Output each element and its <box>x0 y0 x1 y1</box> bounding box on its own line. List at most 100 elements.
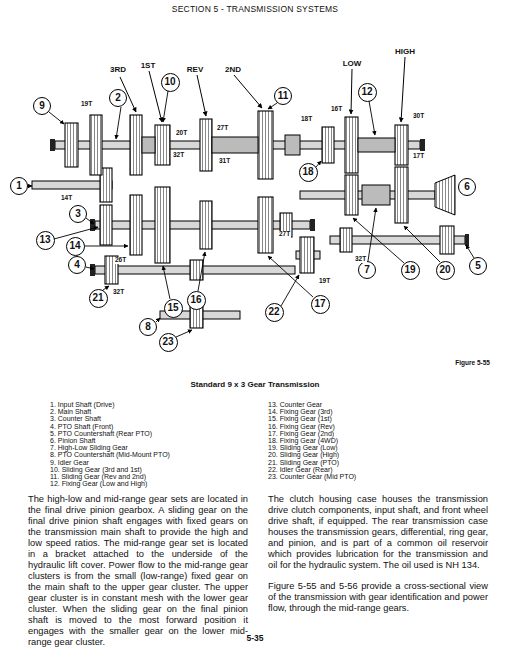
callout-number: 6 <box>464 182 470 192</box>
leader-lines-part <box>84 246 128 247</box>
legend-item: 9. Idler Gear <box>50 459 89 466</box>
bearings <box>50 139 469 276</box>
hubs-and-collars-part <box>212 137 258 153</box>
legend-item: 1. Input Shaft (Drive) <box>50 401 115 408</box>
gear-arrows-part <box>351 69 352 114</box>
callout-number: 10 <box>164 77 175 87</box>
bearings-part <box>420 139 425 151</box>
gears-part <box>200 201 212 249</box>
callout-circle: 15 <box>164 299 183 318</box>
gear-range-label: LOW <box>342 60 363 68</box>
callout-circle: 19 <box>401 261 420 280</box>
callout-number: 22 <box>268 307 279 317</box>
legend-item: 4. PTO Shaft (Front) <box>50 423 113 430</box>
tooth-count: 27T <box>278 231 291 238</box>
leader-lines-part <box>353 218 404 263</box>
tooth-count: 20T <box>175 130 188 137</box>
legend-item: 3. Counter Shaft <box>50 415 101 422</box>
gear-arrows <box>120 57 405 122</box>
body-text: The high-low and mid-range gear sets are… <box>28 494 248 648</box>
callout-number: 7 <box>364 265 370 275</box>
legend-item: 2. Main Shaft <box>50 408 91 415</box>
callout-number: 9 <box>39 101 45 111</box>
callout-circle: 4 <box>68 256 86 274</box>
callout-circle: 6 <box>458 178 476 196</box>
legend-item: 5. PTO Countershaft (Rear PTO) <box>50 430 152 437</box>
gears-part <box>130 115 142 175</box>
callout-number: 20 <box>439 265 450 275</box>
gears-part <box>100 205 112 245</box>
leader-lines-part <box>316 161 321 167</box>
callout-number: 5 <box>475 261 481 271</box>
legend-item: 20. Sliding Gear (High) <box>268 451 339 458</box>
leader-lines-part <box>49 112 64 124</box>
legend-item: 10. Sliding Gear (3rd and 1st) <box>50 466 142 473</box>
leader-lines-part <box>163 266 170 299</box>
leader-lines-part <box>116 107 121 139</box>
gear-arrows-part <box>234 75 262 108</box>
tooth-count: 27T <box>216 125 229 132</box>
leader-lines-part <box>86 267 94 269</box>
page-number: 5-35 <box>246 634 263 643</box>
hubs-and-collars-part <box>142 137 155 153</box>
legend-item: 19. Sliding Gear (Low) <box>268 444 338 451</box>
gears-part <box>200 119 212 171</box>
body-text: Figure 5-55 and 5-56 provide a cross-sec… <box>268 581 488 614</box>
gear-range-label: 2ND <box>224 66 242 74</box>
gears-part <box>65 123 78 167</box>
callout-number: 11 <box>278 91 289 101</box>
legend-item: 13. Counter Gear <box>268 401 322 408</box>
gears-part <box>258 111 273 179</box>
figure-title: Standard 9 x 3 Gear Transmission <box>191 381 320 389</box>
callout-circle: 9 <box>33 97 51 115</box>
legend-item: 22. Idler Gear (Rear) <box>268 466 333 473</box>
legend-item: 17. Fixing Gear (2nd) <box>268 430 334 437</box>
gears <box>65 111 454 328</box>
tooth-count: 32T <box>112 289 125 296</box>
gears-part <box>340 228 352 252</box>
gear-range-label: REV <box>186 66 204 74</box>
legend-item: 14. Fixing Gear (3rd) <box>268 408 333 415</box>
callout-circle: 3 <box>69 205 87 223</box>
callout-circle: 14 <box>66 237 85 256</box>
callout-number: 23 <box>162 337 173 347</box>
gear-arrows-part <box>149 71 162 122</box>
tooth-count: 30T <box>412 113 425 120</box>
leader-lines-part <box>198 252 205 291</box>
callout-circle: 22 <box>265 303 284 322</box>
tooth-count: 32T <box>172 152 185 159</box>
callout-circle: 20 <box>436 261 455 280</box>
callout-circle: 1 <box>10 177 28 195</box>
gears-part <box>395 167 408 223</box>
hubs-and-collars-part <box>362 185 390 205</box>
legend-item: 23. Counter Gear (Mid PTO) <box>268 473 356 480</box>
leader-lines-part <box>103 286 109 290</box>
leader-lines-part <box>86 218 94 224</box>
bearings-part <box>50 139 55 151</box>
gears-part <box>440 226 454 254</box>
callout-number: 3 <box>75 209 81 219</box>
gears-part <box>395 125 408 165</box>
leader-lines-part <box>28 186 32 187</box>
legend-item: 15. Fixing Gear (1st) <box>268 415 332 422</box>
bearings-part <box>465 234 469 246</box>
hubs-and-collars-part <box>358 138 395 152</box>
gear-range-label: 1ST <box>140 62 157 70</box>
callout-circle: 23 <box>159 333 178 352</box>
callout-circle: 8 <box>139 318 157 336</box>
tooth-count: 14T <box>60 195 73 202</box>
callout-circle: 17 <box>311 295 330 314</box>
leader-lines-part <box>156 318 160 322</box>
legend-item: 11. Sliding Gear (Rev and 2nd) <box>50 473 146 480</box>
gears-part <box>345 175 358 215</box>
tooth-count: 19T <box>318 278 331 285</box>
running-head: SECTION 5 - TRANSMISSION SYSTEMS <box>172 5 338 14</box>
callout-circle: 13 <box>36 231 55 250</box>
callout-number: 16 <box>190 295 201 305</box>
callout-number: 18 <box>302 167 313 177</box>
callout-number: 14 <box>69 241 80 251</box>
legend-item: 12. Fixing Gear (Low and High) <box>50 480 147 487</box>
callout-number: 8 <box>145 322 151 332</box>
gear-range-label: 3RD <box>109 66 127 74</box>
leader-lines-part <box>404 226 440 262</box>
